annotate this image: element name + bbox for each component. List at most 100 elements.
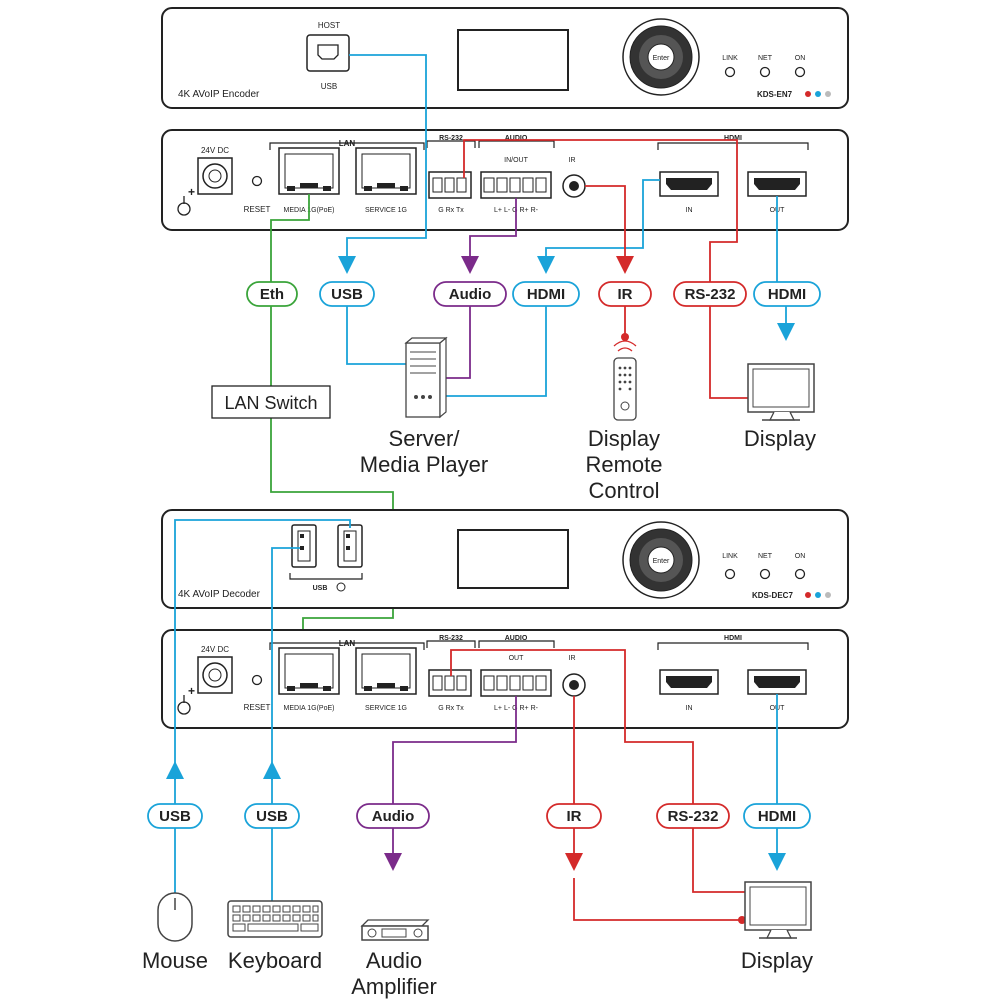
lan-label: LAN [339,639,356,648]
audio-amplifier-icon [360,919,430,941]
rs232-label: RS-232 [439,135,463,142]
decoder-model: KDS-DEC7 [752,591,793,600]
bottom-cables [166,519,786,921]
rs232-terminal-block [428,669,472,697]
hdmi-out-port [747,171,807,197]
rj45-service-port [355,147,417,195]
led-on [794,568,806,580]
led-on [794,66,806,78]
navigation-dial[interactable]: Enter [622,18,700,96]
service-port-label: SERVICE 1G [365,705,407,712]
pill-rs232: RS-232 [656,803,730,829]
dc-label: 24V DC [201,146,229,155]
amplifier-label-line2: Amplifier [351,974,437,999]
lan-switch-box: LAN Switch [211,385,331,419]
usb-a-port-1 [291,524,317,568]
enter-label: Enter [653,558,670,565]
pill-usb: USB [319,281,375,307]
encoder-model: KDS-EN7 [757,90,793,99]
dc-label: 24V DC [201,645,229,654]
usb-b-port [306,34,350,72]
pill-hdmi-out: HDMI [753,281,821,307]
service-port-label: SERVICE 1G [365,207,407,214]
reset-button[interactable] [251,674,263,686]
display-label-bottom: Display [741,948,813,973]
audio-label: AUDIO [505,135,528,142]
display-monitor-icon [744,881,812,939]
remote-label-line3: Control [589,478,660,503]
led-link-label: LINK [722,553,738,560]
decoder-name: 4K AVoIP Decoder [178,589,261,600]
audio-terminal-block [480,669,552,697]
reset-label: RESET [244,205,271,214]
ir-emitter-dot [738,916,746,924]
svg-text:Audio: Audio [372,808,415,825]
pill-eth: Eth [246,281,298,307]
usb-a-port-2 [337,524,363,568]
display-screen [457,29,569,91]
svg-text:RS-232: RS-232 [685,286,736,303]
hdmi-label: HDMI [724,635,742,642]
remote-control-icon [613,340,637,421]
navigation-dial[interactable]: Enter [622,521,700,599]
svg-text:+: + [188,684,195,698]
ground-icon: + [177,185,195,216]
hdmi-in-label: IN [686,207,693,214]
server-label-line2: Media Player [360,452,488,477]
display-label-top: Display [744,426,816,451]
led-on-label: ON [795,553,806,560]
usb-label: USB [313,585,328,592]
rs232-label: RS-232 [439,635,463,642]
audio-sub-label: OUT [509,655,525,662]
pill-usb-mouse: USB [147,803,203,829]
lan-label: LAN [339,139,356,148]
svg-text:Eth: Eth [260,286,284,303]
ir-label: IR [569,157,576,164]
led-link [724,568,736,580]
top-cables [270,54,795,650]
rs232-pins: G Rx Tx [438,705,464,712]
svg-text:USB: USB [331,286,363,303]
pill-hdmi-in: HDMI [512,281,580,307]
svg-text:RS-232: RS-232 [668,808,719,825]
enter-label: Enter [653,55,670,62]
remote-label-line1: Display [588,426,660,451]
pill-ir: IR [598,281,652,307]
encoder-front-panel: HOST USB 4K AVoIP Encoder Enter LINK NET… [161,7,849,109]
led-link [724,66,736,78]
svg-text:IR: IR [567,808,582,825]
ir-jack [562,174,586,198]
display-screen [457,529,569,589]
rs232-pins: G Rx Tx [438,207,464,214]
hdmi-in-port [659,171,719,197]
pill-rs232: RS-232 [673,281,747,307]
amplifier-label-line1: Audio [366,948,422,973]
keyboard-icon [227,900,323,938]
audio-label: AUDIO [505,635,528,642]
ground-icon: + [177,684,195,715]
svg-text:HDMI: HDMI [758,808,796,825]
hdmi-in-port [659,669,719,695]
usb-label: USB [321,82,337,91]
audio-sub-label: IN/OUT [504,157,528,164]
host-label: HOST [318,21,340,30]
hdmi-out-port [747,669,807,695]
rj45-media-port [278,147,340,195]
pill-usb-keyboard: USB [244,803,300,829]
ir-label: IR [569,655,576,662]
pill-audio: Audio [356,803,430,829]
media-port-label: MEDIA 1G(PoE) [284,705,335,712]
ir-emitter-dot [621,333,629,341]
led-net-label: NET [758,553,773,560]
reset-label: RESET [244,703,271,712]
reset-button[interactable] [251,175,263,187]
encoder-rear-panel: 24V DC + RESET LAN MEDIA 1G(PoE) SE [161,129,849,231]
pill-hdmi: HDMI [743,803,811,829]
keyboard-label: Keyboard [228,948,322,973]
hdmi-label: HDMI [724,135,742,142]
svg-text:USB: USB [256,808,288,825]
rs232-terminal-block [428,171,472,199]
server-label-line1: Server/ [389,426,461,451]
rj45-service-port [355,647,417,695]
